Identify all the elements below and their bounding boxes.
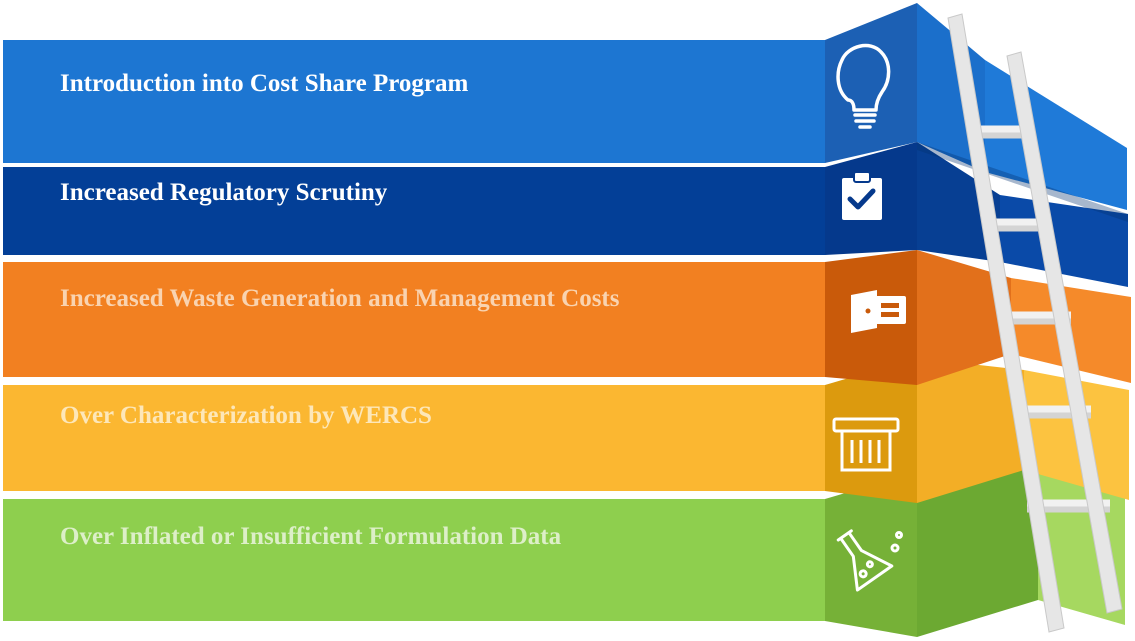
step-label-1: Introduction into Cost Share Program xyxy=(60,70,469,97)
ladder-illustration xyxy=(947,13,1123,633)
step-bar-1: Introduction into Cost Share Program xyxy=(3,40,825,163)
step-label-4: Over Characterization by WERCS xyxy=(60,402,432,429)
clipboard-check-icon xyxy=(842,171,882,220)
step-bar-4: Over Characterization by WERCS xyxy=(3,385,825,491)
lightbulb-icon xyxy=(836,43,891,129)
step-label-2: Increased Regulatory Scrutiny xyxy=(60,179,388,206)
step-bar-2: Increased Regulatory Scrutiny xyxy=(3,167,825,255)
flask-icon xyxy=(836,529,903,592)
block-yellow xyxy=(825,358,1129,503)
step-label-5: Over Inflated or Insufficient Formulatio… xyxy=(60,523,562,550)
trash-bin-icon xyxy=(832,417,900,472)
step-bar-5: Over Inflated or Insufficient Formulatio… xyxy=(3,499,825,621)
step-bar-3: Increased Waste Generation and Managemen… xyxy=(3,262,825,377)
wallet-icon xyxy=(851,290,906,333)
step-label-3: Increased Waste Generation and Managemen… xyxy=(60,285,620,312)
